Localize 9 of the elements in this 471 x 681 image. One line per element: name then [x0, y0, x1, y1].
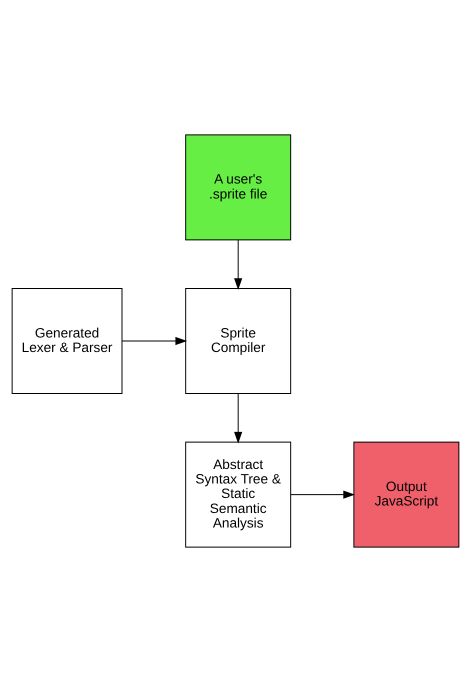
arrow	[290, 490, 355, 498]
node-box: Abstract Syntax Tree & Static Semantic Analysis	[185, 441, 292, 548]
arrow	[234, 239, 242, 290]
node-box: Sprite Compiler	[185, 288, 292, 394]
arrow	[234, 392, 242, 444]
node-box: A user's .sprite file	[185, 134, 292, 240]
node-box: Generated Lexer & Parser	[12, 288, 122, 394]
arrow	[122, 336, 188, 345]
node-box: Output JavaScript	[353, 441, 460, 548]
